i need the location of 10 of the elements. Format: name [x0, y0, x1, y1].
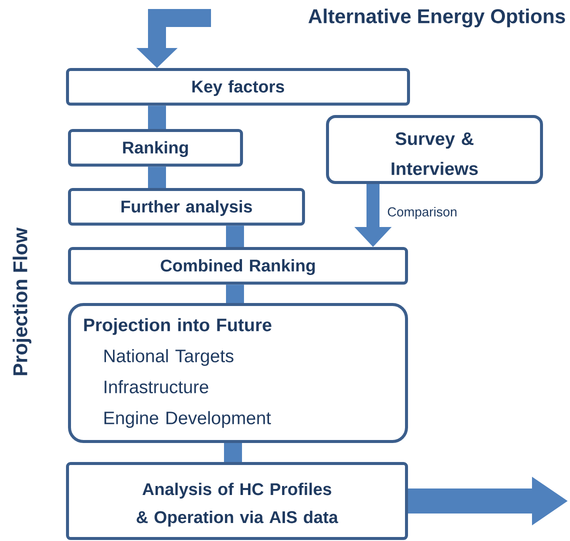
process-box: Ranking	[68, 129, 243, 167]
process-box: Key factors	[66, 68, 410, 106]
process-box: Combined Ranking	[68, 247, 408, 285]
side-label: Projection Flow	[12, 228, 32, 376]
process-box: Analysis of HC Profiles & Operation via AIS data	[66, 462, 408, 540]
process-box: Survey & Interviews	[326, 115, 543, 184]
title: Alternative Energy Options	[308, 8, 565, 28]
process-box: Further analysis	[68, 188, 305, 226]
edge-label: Comparison	[386, 206, 458, 220]
process-box: Projection into Future National Targets Infrastructure Engine Development	[68, 303, 408, 443]
